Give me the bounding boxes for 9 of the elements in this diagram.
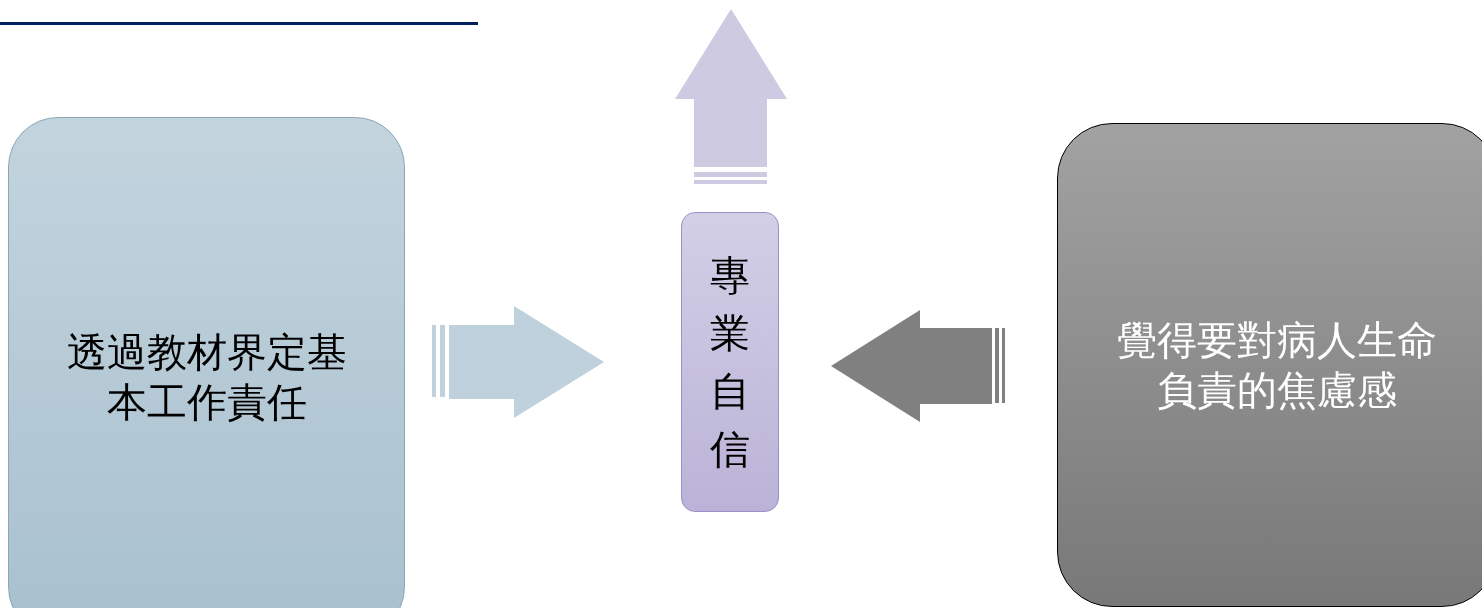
rounded-box	[8, 117, 405, 608]
node-text: 專業自信	[709, 251, 751, 474]
node-text: 覺得要對病人生命負責的焦慮感	[1116, 316, 1438, 415]
block-arrow	[675, 9, 787, 184]
rounded-box	[1057, 123, 1482, 607]
text-box	[681, 212, 779, 512]
node-text: 透過教材界定基本工作責任	[65, 328, 348, 427]
block-arrow	[432, 306, 604, 418]
block-arrow	[831, 310, 1005, 422]
